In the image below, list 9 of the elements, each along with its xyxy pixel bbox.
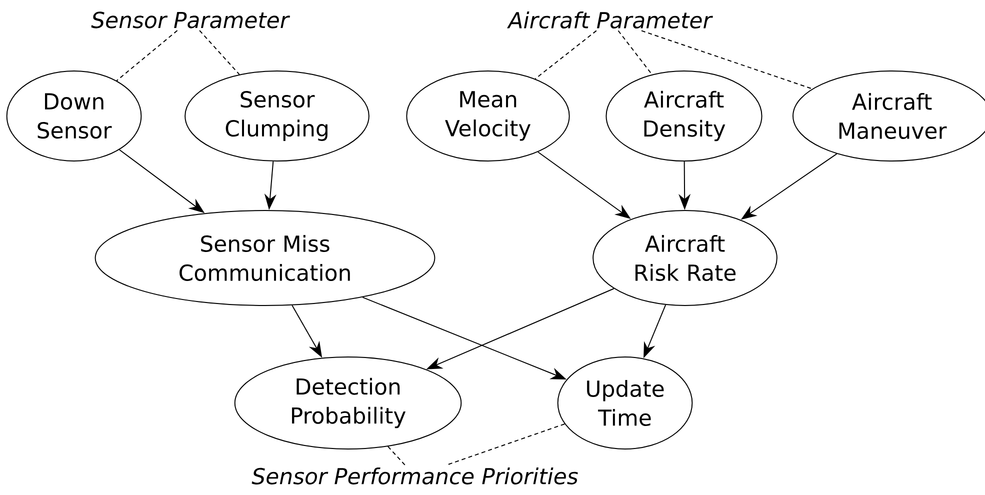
leader-line xyxy=(640,30,813,90)
leader-line xyxy=(534,30,597,80)
leader-line xyxy=(116,30,178,82)
group-label: Sensor Parameter xyxy=(91,12,290,28)
leader-line xyxy=(618,30,652,75)
group-label: Aircraft Parameter xyxy=(507,11,713,28)
group-label: Sensor Performance Priorities xyxy=(252,467,578,484)
leader-line xyxy=(199,30,240,75)
leader-line xyxy=(387,446,406,466)
